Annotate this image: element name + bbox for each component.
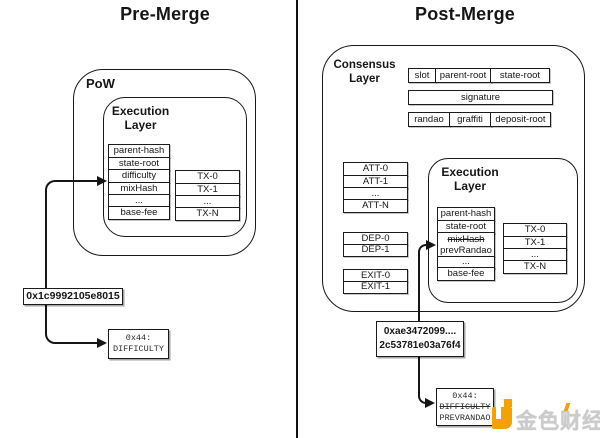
opcode-box-right: 0x44: DIFFICULTY PREVRANDAO — [436, 388, 494, 426]
opcode-right-line2-struck: DIFFICULTY — [439, 401, 491, 412]
opcode-right-line1: 0x44: — [452, 390, 478, 401]
block-hash-callout-left: 0x1c9992105e8015 — [23, 288, 123, 305]
post-merge-title: Post-Merge — [414, 4, 515, 24]
consensus-layer-label: Consensus Layer — [330, 59, 399, 86]
deposit-stack: DEP-0 DEP-1 — [343, 232, 408, 257]
consensus-layer-box — [322, 45, 585, 312]
arrowhead-difficulty-icon — [97, 176, 107, 186]
jinse-logo-icon — [492, 407, 512, 429]
execution-layer-label-right-line1: Execution — [441, 165, 499, 179]
att-cell: ATT-N — [343, 198, 408, 213]
field-base-fee: base-fee — [437, 267, 495, 281]
field-mixhash-prevrandao: mixHash prevRandao — [437, 232, 495, 257]
cell-randao: randao — [408, 112, 450, 127]
block-hash-callout-right: 0xae3472099.... 2c53781e03a76f4 — [376, 321, 464, 357]
pre-merge-title: Pre-Merge — [120, 4, 210, 24]
consensus-layer-label-line1: Consensus — [333, 59, 396, 71]
field-base-fee: base-fee — [108, 205, 170, 220]
execution-layer-label-left: Execution Layer — [83, 104, 198, 132]
cell-signature: signature — [408, 90, 553, 105]
field-prevrandao: prevRandao — [440, 244, 492, 256]
arrowhead-prevrandao-icon — [426, 240, 436, 250]
cell-deposit-root: deposit-root — [490, 112, 551, 127]
arrowhead-opcode-right-icon — [425, 398, 435, 408]
block-hash-right-line2: 2c53781e03a76f4 — [379, 340, 461, 351]
pow-box — [73, 69, 256, 256]
tx-stack-left: TX-0 TX-1 ... TX-N — [175, 170, 240, 221]
opcode-right-line3: PREVRANDAO — [439, 412, 491, 423]
tx-cell: TX-N — [503, 259, 567, 274]
tx-cell: TX-N — [175, 206, 240, 221]
opcode-left-line1: 0x44: — [125, 333, 152, 343]
cell-graffiti: graffiti — [448, 112, 492, 127]
jinse-logo-small-square-icon — [504, 399, 512, 407]
jinse-logo-text: 金色财经 — [516, 410, 600, 433]
attestation-stack: ATT-0 ATT-1 ... ATT-N — [343, 162, 408, 213]
field-mixhash-struck: mixHash — [447, 233, 485, 245]
cell-parent-root: parent-root — [434, 68, 492, 83]
exit-stack: EXIT-0 EXIT-1 — [343, 269, 408, 294]
tx-stack-right: TX-0 TX-1 ... TX-N — [503, 223, 567, 274]
execution-layer-label-right: Execution Layer — [431, 165, 509, 193]
dep-cell: DEP-1 — [343, 243, 408, 257]
pow-label: PoW — [86, 76, 115, 91]
consensus-layer-label-line2: Layer — [349, 72, 380, 85]
block-hash-right-line1: 0xae3472099.... — [383, 326, 457, 337]
jinse-logo-notch — [496, 407, 501, 419]
header-fields-left: parent-hash state-root difficulty mixHas… — [108, 144, 170, 220]
exit-cell: EXIT-1 — [343, 280, 408, 294]
execution-layer-box-right — [428, 158, 578, 303]
connector-line-left — [45, 180, 97, 344]
opcode-box-left: 0x44: DIFFICULTY — [108, 329, 169, 359]
arrowhead-opcode-left-icon — [97, 338, 107, 348]
header-fields-right: parent-hash state-root mixHash prevRanda… — [437, 207, 495, 281]
opcode-left-line2: DIFFICULTY — [112, 344, 164, 354]
consensus-meta-row: randao graffiti deposit-root — [408, 112, 551, 127]
divider-line — [296, 0, 298, 438]
execution-layer-label-left-line2: Layer — [124, 117, 157, 132]
cell-slot: slot — [408, 68, 436, 83]
cell-state-root: state-root — [490, 68, 550, 83]
execution-layer-label-left-line1: Execution — [111, 104, 170, 118]
consensus-header-row: slot parent-root state-root — [408, 68, 550, 83]
execution-layer-label-right-line2: Layer — [453, 178, 487, 193]
execution-layer-box-left — [103, 97, 247, 237]
